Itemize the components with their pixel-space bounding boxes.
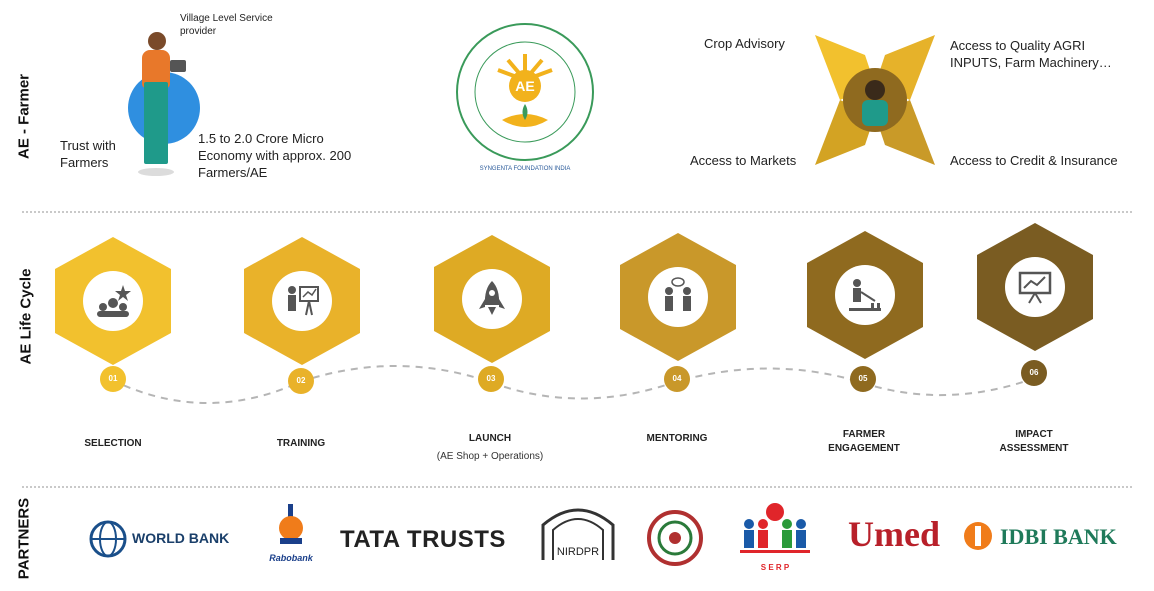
credit-label: Access to Credit & Insurance <box>950 153 1118 168</box>
partner-serp: S E R P <box>735 502 815 572</box>
step-number-06: 06 <box>1021 360 1047 386</box>
economy-label: 1.5 to 2.0 Crore Micro Economy with appr… <box>198 131 352 180</box>
lifecycle-connector <box>111 365 1036 404</box>
rabobank-text: Rabobank <box>269 553 313 563</box>
world-bank-text: WORLD BANK <box>132 530 230 546</box>
lifecycle-step-impact-assessment <box>977 223 1093 351</box>
step-number-03: 03 <box>478 366 504 392</box>
globe-icon <box>89 520 127 558</box>
step-title-farmer-engagement: FARMER ENGAGEMENT <box>799 428 929 456</box>
step-number-05: 05 <box>850 366 876 392</box>
farmer-illustration <box>120 20 210 180</box>
mentoring-icon <box>665 277 691 311</box>
serp-text: S E R P <box>760 563 790 572</box>
step-title-farmer: FARMER <box>842 429 886 440</box>
partner-tata-trusts: TATA TRUSTS <box>340 526 506 553</box>
lifecycle-step-training <box>244 237 360 365</box>
side-label-lifecycle: AE Life Cycle <box>17 268 35 365</box>
step-title-mentoring: MENTORING <box>646 433 708 444</box>
partner-idbi-bank: IDBI BANK <box>962 520 1132 560</box>
lifecycle-step-selection <box>55 237 171 365</box>
step-subtitle-launch: (AE Shop + Operations) <box>436 451 544 462</box>
lifecycle-step-farmer-engagement <box>807 231 923 359</box>
selection-icon <box>97 285 131 317</box>
emblem-footer: SYNGENTA FOUNDATION INDIA <box>479 166 571 172</box>
side-label-partners: PARTNERS <box>15 497 33 580</box>
impact-assessment-icon <box>1018 271 1052 304</box>
step-title-assessment: ASSESSMENT <box>999 443 1069 454</box>
divider-top <box>22 211 1132 213</box>
step-title-impact-assessment: IMPACT ASSESSMENT <box>969 428 1099 456</box>
trust-label: Trust with Farmers <box>60 138 116 170</box>
vls-provider-label: Village Level Service provider <box>180 13 273 37</box>
step-title-engagement: ENGAGEMENT <box>828 443 900 454</box>
training-icon <box>288 286 319 316</box>
lifecycle-step-mentoring <box>620 233 736 361</box>
divider-bottom <box>22 486 1132 488</box>
lifecycle-step-launch <box>434 235 550 363</box>
step-title-launch: LAUNCH <box>468 433 512 444</box>
side-label-farmer: AE - Farmer <box>15 73 33 160</box>
farmer-engagement-icon <box>849 279 881 311</box>
quality-inputs-label-2: INPUTS, Farm Machinery… <box>950 55 1112 70</box>
idbi-text: IDBI BANK <box>1000 524 1117 549</box>
step-title-training: TRAINING <box>276 438 326 449</box>
step-number-01: 01 <box>100 366 126 392</box>
partner-umed: Umed <box>848 514 940 554</box>
step-title-selection: SELECTION <box>84 438 142 449</box>
services-graphic <box>810 30 940 170</box>
step-title-impact: IMPACT <box>1015 429 1053 440</box>
partner-world-bank: WORLD BANK <box>88 517 248 561</box>
idbi-emblem <box>964 522 992 550</box>
svg-text:AE: AE <box>515 78 534 94</box>
nirdpr-text: NIRDPR <box>556 546 600 558</box>
partner-rabobank: Rabobank <box>266 500 316 570</box>
step-number-04: 04 <box>664 366 690 392</box>
rabobank-emblem <box>279 504 303 544</box>
partner-nirdpr: NIRDPR <box>533 500 623 570</box>
step-number-02: 02 <box>288 368 314 394</box>
rocket-icon <box>479 281 505 315</box>
markets-label: Access to Markets <box>690 153 797 168</box>
quality-inputs-label-1: Access to Quality AGRI <box>950 38 1086 53</box>
crop-advisory-label: Crop Advisory <box>704 36 785 51</box>
ae-emblem-logo: AE SYNGENTA FOUNDATION INDIA <box>450 12 600 180</box>
partner-circular-seal <box>646 502 704 573</box>
